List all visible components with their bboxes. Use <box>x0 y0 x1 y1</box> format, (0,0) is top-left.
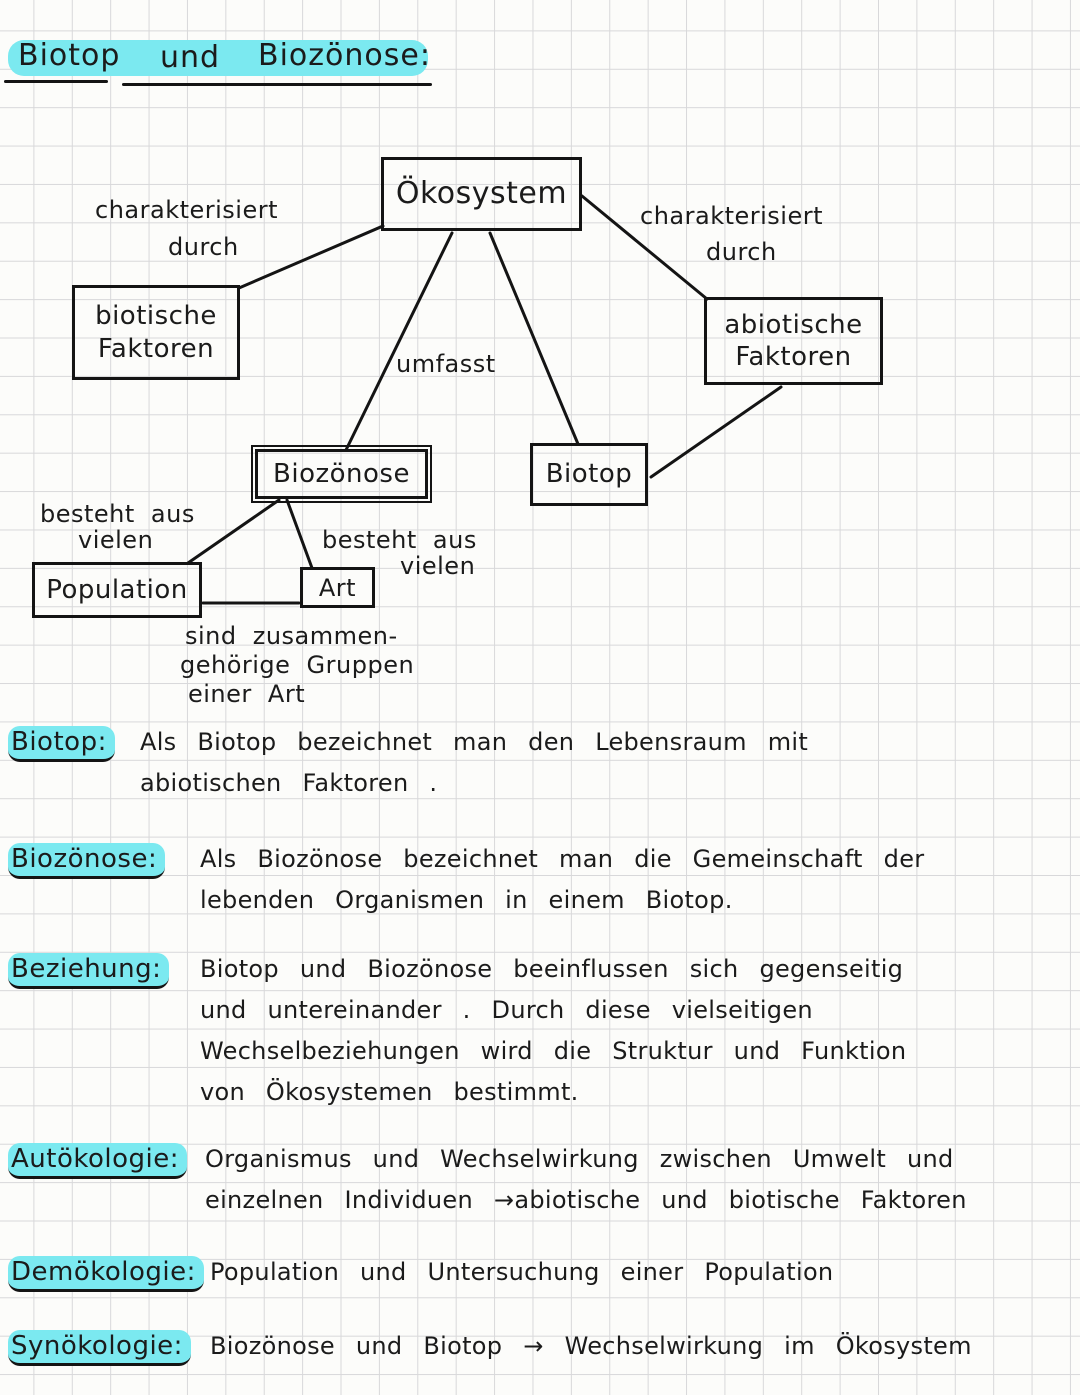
definition-line: abiotischen Faktoren . <box>140 769 438 797</box>
title-underline-2 <box>122 83 432 86</box>
node-art-label: Art <box>318 573 357 602</box>
title-highlight <box>8 40 428 76</box>
edge-label-charakterisiert-right: charakterisiert <box>640 202 824 230</box>
page-title-word-1: Biotop <box>18 38 121 73</box>
edge-label-sind-zusammen-line1: sind zusammen- <box>185 622 398 650</box>
definition-line: Als Biotop bezeichnet man den Lebensraum… <box>140 728 809 756</box>
definition-line: von Ökosystemen bestimmt. <box>200 1078 579 1106</box>
node-biotische-faktoren: biotische Faktoren <box>72 285 240 380</box>
connector-okosystem-biotop <box>488 231 580 446</box>
definition-line: Population und Untersuchung einer Popula… <box>210 1258 834 1286</box>
connector-biozonose-population <box>186 498 281 565</box>
connector-okosystem-biozonose <box>344 231 454 452</box>
page-title-word-2: und <box>160 40 221 75</box>
edge-label-durch-left: durch <box>168 233 239 261</box>
connector-biozonose-art <box>285 498 314 570</box>
definition-line: lebenden Organismen in einem Biotop. <box>200 886 733 914</box>
node-population: Population <box>32 562 202 618</box>
definition-line: Organismus und Wechselwirkung zwischen U… <box>205 1145 954 1173</box>
term-biotop: Biotop: <box>8 726 115 762</box>
edge-label-besteht-aus-right-line2: vielen <box>400 552 476 580</box>
edge-label-charakterisiert-left: charakterisiert <box>95 196 279 224</box>
edge-label-umfasst: umfasst <box>396 350 496 378</box>
connector-okosystem-biotische <box>237 224 385 290</box>
node-okosystem: Ökosystem <box>381 157 582 231</box>
edge-label-besteht-aus-left-line1: besteht aus <box>40 500 195 528</box>
definition-biozonose: Als Biozönose bezeichnet man die Gemeins… <box>200 845 924 927</box>
node-biotop: Biotop <box>530 443 648 506</box>
node-abiotische-label-line2: Faktoren <box>735 342 852 372</box>
node-population-label: Population <box>46 574 188 605</box>
node-okosystem-label: Ökosystem <box>395 176 568 212</box>
definition-autokologie: Organismus und Wechselwirkung zwischen U… <box>205 1145 967 1227</box>
node-biozonose: Biozönose <box>251 445 432 503</box>
connector-okosystem-abiotische <box>580 194 709 301</box>
node-abiotische-faktoren: abiotische Faktoren <box>704 297 883 385</box>
term-beziehung: Beziehung: <box>8 953 170 989</box>
connector-abiotische-biotop <box>649 385 783 479</box>
edge-label-durch-right: durch <box>706 238 777 266</box>
term-biozonose: Biozönose: <box>8 843 166 879</box>
term-demokologie: Demökologie: <box>8 1256 204 1292</box>
definition-line: und untereinander . Durch diese vielseit… <box>200 996 813 1024</box>
definition-line: Biotop und Biozönose beeinflussen sich g… <box>200 955 904 983</box>
node-art: Art <box>300 567 375 608</box>
definition-line: Biozönose und Biotop → Wechselwirkung im… <box>210 1332 972 1360</box>
definition-biotop: Als Biotop bezeichnet man den Lebensraum… <box>140 728 808 810</box>
node-biotische-label-line1: biotische <box>95 301 217 331</box>
definition-synokologie: Biozönose und Biotop → Wechselwirkung im… <box>210 1332 972 1373</box>
definition-demokologie: Population und Untersuchung einer Popula… <box>210 1258 833 1299</box>
definition-line: einzelnen Individuen →abiotische und bio… <box>205 1186 967 1214</box>
node-biozonose-label: Biozönose <box>273 458 410 489</box>
edge-label-besteht-aus-left-line2: vielen <box>78 526 154 554</box>
node-biotop-label: Biotop <box>545 459 633 490</box>
definition-beziehung: Biotop und Biozönose beeinflussen sich g… <box>200 955 906 1119</box>
node-abiotische-label-line1: abiotische <box>724 309 863 340</box>
term-synokologie: Synökologie: <box>8 1330 191 1366</box>
term-autokologie: Autökologie: <box>8 1143 188 1179</box>
edge-label-sind-zusammen-line2: gehörige Gruppen <box>180 651 415 679</box>
title-underline-1 <box>4 80 108 83</box>
definition-line: Wechselbeziehungen wird die Struktur und… <box>200 1037 907 1065</box>
edge-label-sind-zusammen-line3: einer Art <box>188 680 306 708</box>
definition-line: Als Biozönose bezeichnet man die Gemeins… <box>200 845 925 873</box>
edge-label-besteht-aus-right-line1: besteht aus <box>322 526 477 554</box>
node-biotische-label-line2: Faktoren <box>97 333 215 364</box>
page-title-word-3: Biozönose: <box>258 38 431 73</box>
